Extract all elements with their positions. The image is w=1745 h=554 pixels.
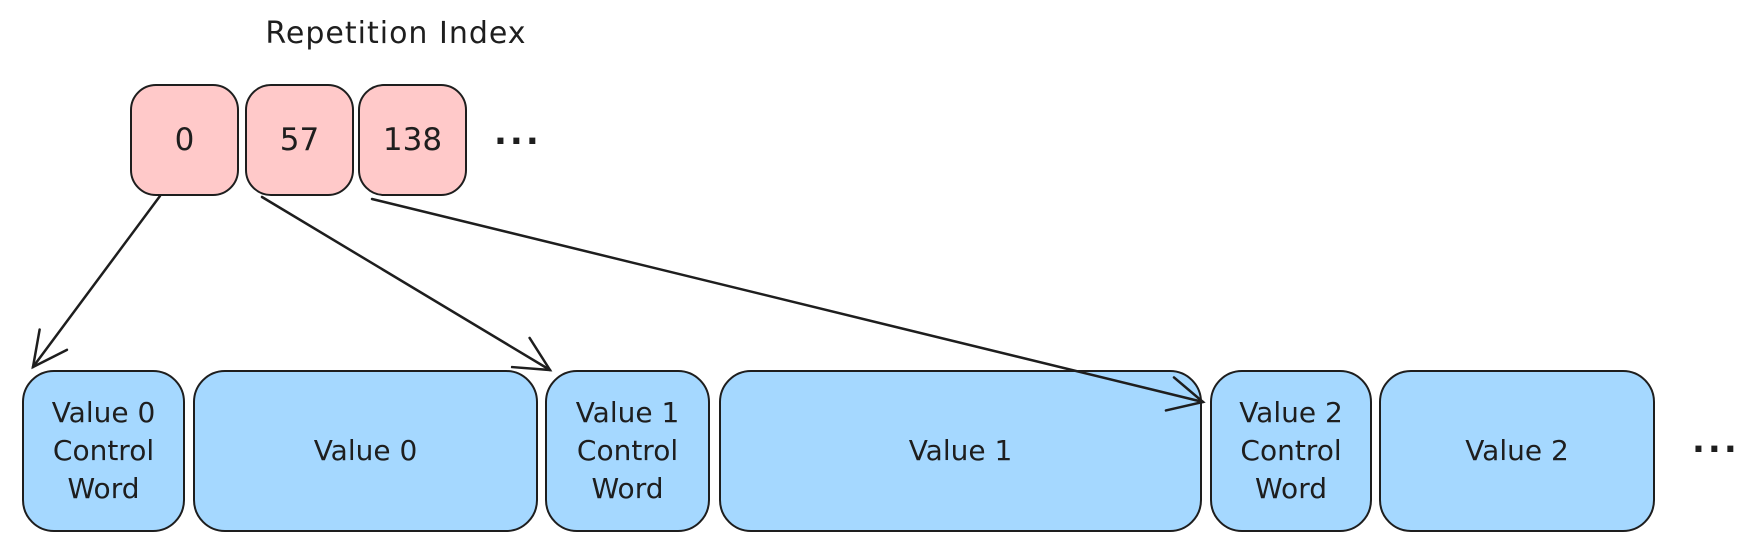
repetition-index-cell-1-value: 57 <box>279 122 320 158</box>
repetition-index-cell-0: 0 <box>130 84 239 196</box>
stream-cell-value-2: Value 2 <box>1379 370 1655 532</box>
stream-cell-value-2-label: Value 2 <box>1465 434 1569 467</box>
stream-cell-value-0-control-word: Value 0 Control Word <box>22 370 185 532</box>
repetition-index-ellipsis: ... <box>494 113 542 153</box>
stream-cell-value-1-control-word-label: Value 1 Control Word <box>575 396 680 505</box>
stream-cell-value-2-control-word: Value 2 Control Word <box>1210 370 1372 532</box>
repetition-index-title: Repetition Index <box>265 16 527 51</box>
stream-cell-value-1-control-word: Value 1 Control Word <box>545 370 710 532</box>
stream-cell-value-0-label: Value 0 <box>313 434 418 467</box>
arrow-index-0-to-control-word-0 <box>31 194 162 370</box>
stream-cell-value-0: Value 0 <box>193 370 538 532</box>
stream-cell-value-1: Value 1 <box>719 370 1202 532</box>
stream-cell-value-0-control-word-label: Value 0 Control Word <box>51 396 156 505</box>
stream-cell-value-2-control-word-label: Value 2 Control Word <box>1239 396 1343 505</box>
stream-ellipsis: ... <box>1692 421 1740 461</box>
arrow-index-57-to-control-word-1 <box>260 195 553 372</box>
repetition-index-cell-2: 138 <box>358 84 467 196</box>
repetition-index-cell-1: 57 <box>245 84 354 196</box>
repetition-index-cell-2-value: 138 <box>382 122 443 158</box>
repetition-index-cell-0-value: 0 <box>174 122 195 158</box>
stream-cell-value-1-label: Value 1 <box>908 434 1013 467</box>
